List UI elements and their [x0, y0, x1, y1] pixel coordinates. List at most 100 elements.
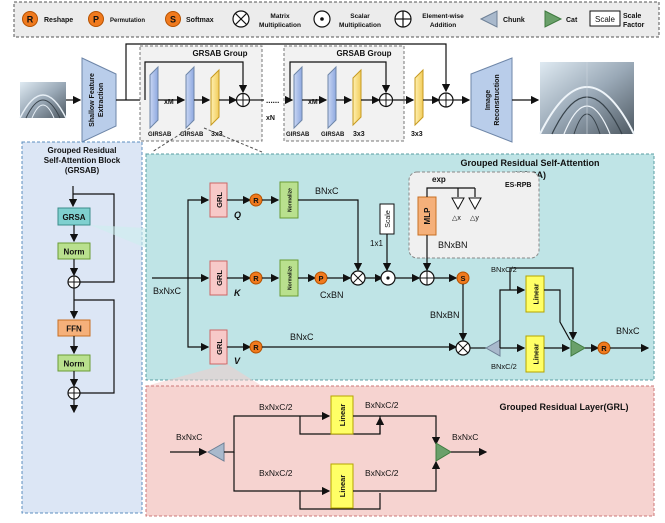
scalar-label-1: Scalar [350, 13, 370, 20]
scale-box-text: Scale [595, 15, 616, 24]
v-label: V [234, 356, 241, 366]
shallow-feature-extraction [81, 57, 117, 143]
softmax-symbol [165, 11, 181, 27]
es-rpb-box [408, 171, 540, 259]
xn-label: xN [266, 115, 275, 122]
input-image [19, 82, 67, 119]
permutation-symbol-text: P [93, 15, 99, 25]
grsa-box-label: GRSA [62, 213, 85, 222]
grsa-title-1: Grouped Residual Self-Attention [460, 158, 599, 168]
grl-h4: BxNxC/2 [365, 468, 399, 478]
cat-symbol [544, 10, 563, 28]
linear-box-bot [525, 335, 545, 373]
matmul-symbol [232, 10, 250, 28]
add-node [235, 92, 251, 108]
reshape-out-text: R [601, 344, 607, 353]
onexone-label: 1x1 [370, 239, 383, 248]
block-title-3: (GRSAB) [65, 166, 100, 175]
xm-label-2: xM [308, 99, 318, 106]
grl-input-label: BxNxC [176, 432, 202, 442]
permutation-symbol [88, 11, 104, 27]
normalize-k-label: Normalize [288, 266, 294, 290]
girsab-label-3: GIRSAB [286, 132, 310, 138]
half-top-label: BNxC/2 [491, 265, 517, 274]
norm-label-1: Norm [64, 248, 85, 257]
grl-linear-bot [330, 463, 354, 509]
cat-node [570, 339, 587, 357]
conv-layer [210, 68, 220, 127]
delta-x-node [451, 197, 465, 211]
scale-factor-label-1: Scale [623, 13, 641, 20]
q-label: Q [234, 210, 241, 220]
grl-linear-top [330, 395, 354, 435]
legend: R Reshape P Permutation S Softmax Matrix… [13, 1, 660, 38]
girsab-label-4: GIRSAB [321, 132, 345, 138]
reshape-symbol-text: R [27, 15, 34, 25]
matmul-node-av [455, 340, 471, 356]
block-title-2: Self-Attention Block [44, 156, 121, 165]
bnxc-q-label: BNxC [315, 186, 339, 196]
cxbn-label: CxBN [320, 290, 344, 300]
grsa-input-label: BxNxC [153, 286, 182, 296]
permutation-k-text: P [318, 274, 323, 283]
dots-1: ...... [266, 96, 279, 105]
chunk-label: Chunk [503, 17, 525, 24]
block-title-1: Grouped Residual [48, 146, 117, 155]
grl-panel [145, 385, 655, 517]
group1-title: GRSAB Group [192, 49, 247, 58]
zoom-lines [151, 127, 263, 153]
conv-label-3: 3x3 [411, 131, 423, 138]
bnxbn-label-2: BNxBN [430, 310, 460, 320]
linear-bot-label: Linear [534, 343, 541, 364]
scalar-mult-symbol [313, 10, 331, 28]
grsab-flow: GRSA Norm FFN Norm [57, 186, 115, 414]
image-reconstruction [470, 57, 513, 143]
reshape-label: Reshape [44, 17, 73, 24]
reshape-v-text: R [253, 343, 259, 352]
cat-label: Cat [566, 17, 578, 24]
dx-label: △x [452, 215, 461, 222]
conv-layer [352, 68, 362, 127]
scale-factor-label-2: Factor [623, 22, 645, 29]
add-node [67, 386, 81, 400]
zoom-wedge [90, 225, 146, 248]
girsab-layer [149, 65, 159, 130]
dy-label: △y [470, 215, 479, 222]
matmul-label-1: Matrix [270, 13, 290, 20]
conv-layer [414, 68, 424, 127]
norm-label-2: Norm [64, 360, 85, 369]
element-add-symbol [394, 10, 412, 28]
grl-linear-top-label: Linear [338, 404, 347, 427]
scalar-label-2: Multiplication [339, 22, 381, 29]
girsab-layer [185, 65, 195, 130]
add-node [378, 92, 394, 108]
grl-h3: BxNxC/2 [259, 468, 293, 478]
permutation-label: Permutation [110, 18, 145, 24]
grl-h2: BxNxC/2 [365, 400, 399, 410]
top-pipeline: Shallow Feature Extraction GRSAB Group x… [19, 43, 635, 143]
girsab-label-2: GIRSAB [180, 132, 204, 138]
grl-cat-node [435, 442, 452, 462]
scalar-mult-node [380, 270, 396, 286]
grl-out-label: BxNxC [452, 432, 478, 442]
grsa-panel [145, 153, 655, 381]
exp-label: exp [432, 175, 446, 184]
grl-h1: BxNxC/2 [259, 402, 293, 412]
shallow-label-1: Shallow Feature [89, 73, 96, 127]
conv-label-1: 3x3 [211, 131, 223, 138]
add-node-bias [419, 270, 435, 286]
es-rpb-label: ES-RPB [505, 182, 531, 189]
xm-label-1: xM [164, 99, 174, 106]
softmax-symbol-text: S [170, 15, 176, 25]
add-node [67, 275, 81, 289]
reshape-q-text: R [253, 196, 259, 205]
softmax-text: S [460, 274, 465, 283]
recon-label-1: Image [485, 90, 492, 110]
linear-box-top [525, 275, 545, 313]
scale-box-symbol [589, 10, 621, 27]
linear-top-label: Linear [534, 283, 541, 304]
grl-v-label: GRL [215, 339, 224, 355]
mlp-label: MLP [423, 207, 432, 225]
scale-box-label: Scale [385, 210, 392, 228]
